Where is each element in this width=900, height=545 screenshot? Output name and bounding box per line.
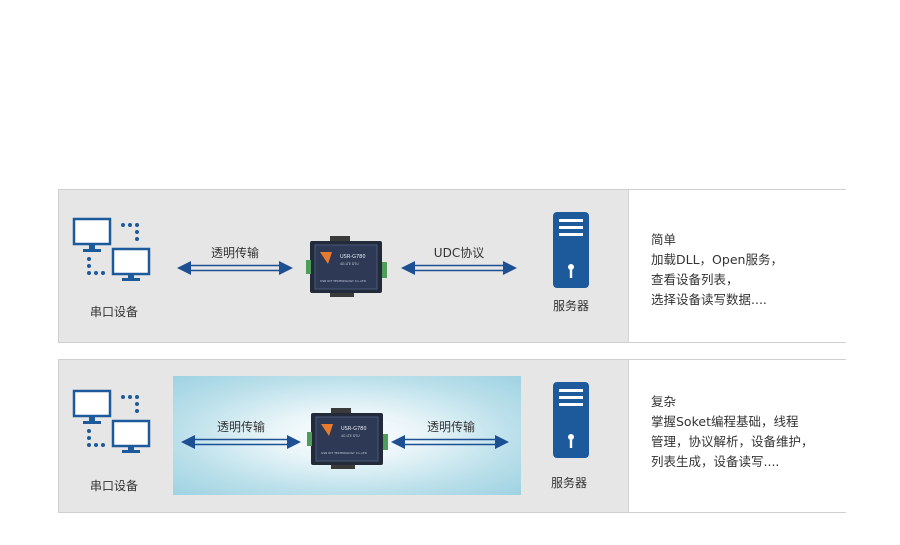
right-arrow-label: 透明传输 <box>426 420 475 434</box>
serial-device-label: 串口设备 <box>90 479 139 493</box>
server-icon <box>553 382 589 458</box>
left-arrow-label: 透明传输 <box>210 246 259 260</box>
double-arrow-icon <box>401 261 517 275</box>
dtu-device-icon: USR-G780 4G LTE DTU USR IOT TECHNOLOGY C… <box>307 408 388 469</box>
left-arrow-label: 透明传输 <box>216 420 265 434</box>
info-title: 简单 <box>651 232 677 247</box>
dtu-device-icon: USR-G780 4G LTE DTU USR IOT TECHNOLOGY C… <box>306 236 387 297</box>
info-panel: 简单 加载DLL，Open服务， 查看设备列表， 选择设备读写数据.... <box>628 190 846 342</box>
server-icon <box>553 212 589 288</box>
device-sub-text: 4G LTE DTU <box>340 262 359 266</box>
comparison-row-simple: 串口设备 透明传输 USR-G780 4G LTE DTU USR IOT TE… <box>58 189 846 343</box>
right-arrow-label: UDC协议 <box>433 246 485 260</box>
double-arrow-icon <box>391 435 509 449</box>
server-label: 服务器 <box>551 476 588 490</box>
double-arrow-icon <box>181 435 301 449</box>
device-vendor-text: USR IOT TECHNOLOGY Co.,LTD <box>321 451 368 455</box>
info-line: 查看设备列表， <box>651 272 739 287</box>
info-panel: 复杂 掌握Soket编程基础，线程 管理，协议解析，设备维护， 列表生成，设备读… <box>628 360 846 512</box>
info-line: 管理，协议解析，设备维护， <box>651 434 814 449</box>
server-label: 服务器 <box>553 299 590 313</box>
double-arrow-icon <box>177 261 293 275</box>
info-line: 选择设备读写数据.... <box>651 292 767 307</box>
serial-devices-icon <box>72 389 151 453</box>
info-line: 加载DLL，Open服务， <box>651 252 783 267</box>
device-model-text: USR-G780 <box>341 426 367 432</box>
device-model-text: USR-G780 <box>340 254 366 260</box>
comparison-row-complex: 串口设备 透明传输 USR-G780 4G LTE DTU USR IOT TE… <box>58 359 846 513</box>
serial-devices-icon <box>72 217 151 281</box>
device-sub-text: 4G LTE DTU <box>341 434 360 438</box>
info-title: 复杂 <box>651 394 677 409</box>
info-line: 掌握Soket编程基础，线程 <box>651 414 799 429</box>
serial-device-label: 串口设备 <box>90 305 139 319</box>
device-vendor-text: USR IOT TECHNOLOGY Co.,LTD <box>320 279 367 283</box>
info-line: 列表生成，设备读写.... <box>651 454 780 469</box>
